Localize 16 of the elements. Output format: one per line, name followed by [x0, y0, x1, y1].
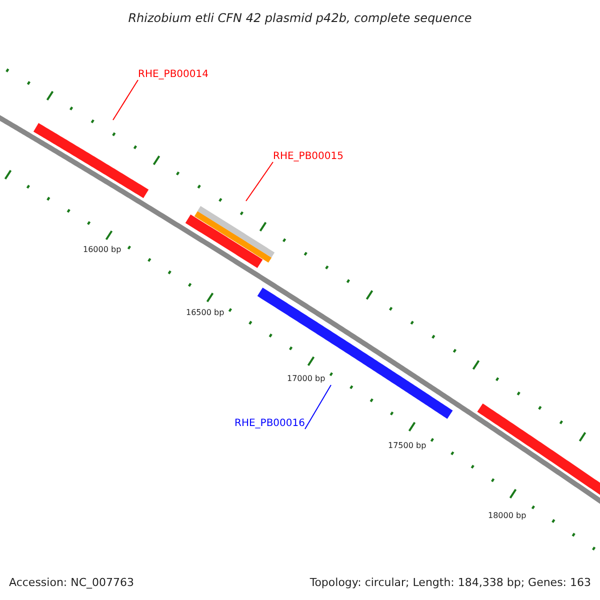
tick-label: 17000 bp [287, 375, 326, 383]
gene-bar [33, 123, 149, 198]
gene-bar [257, 288, 453, 419]
tick-label: 17500 bp [388, 442, 426, 450]
gene-label: RHE_PB00016 [234, 419, 305, 429]
footer-text: Topology: circular; Length: 184,338 bp; Genes: 163 [310, 577, 591, 588]
tick-label: 16500 bp [186, 309, 224, 317]
leader-line [112, 80, 138, 120]
leader-line [304, 384, 332, 430]
tick-label: 18000 bp [488, 512, 526, 520]
gene-label: RHE_PB00015 [273, 152, 344, 162]
leader-line [246, 162, 274, 202]
footer-text: Accession: NC_007763 [9, 577, 134, 588]
gene-label: RHE_PB00014 [138, 70, 208, 80]
chart-title: Rhizobium etli CFN 42 plasmid p42b, complete sequence [127, 12, 473, 24]
tick-label: 16000 bp [83, 246, 122, 254]
